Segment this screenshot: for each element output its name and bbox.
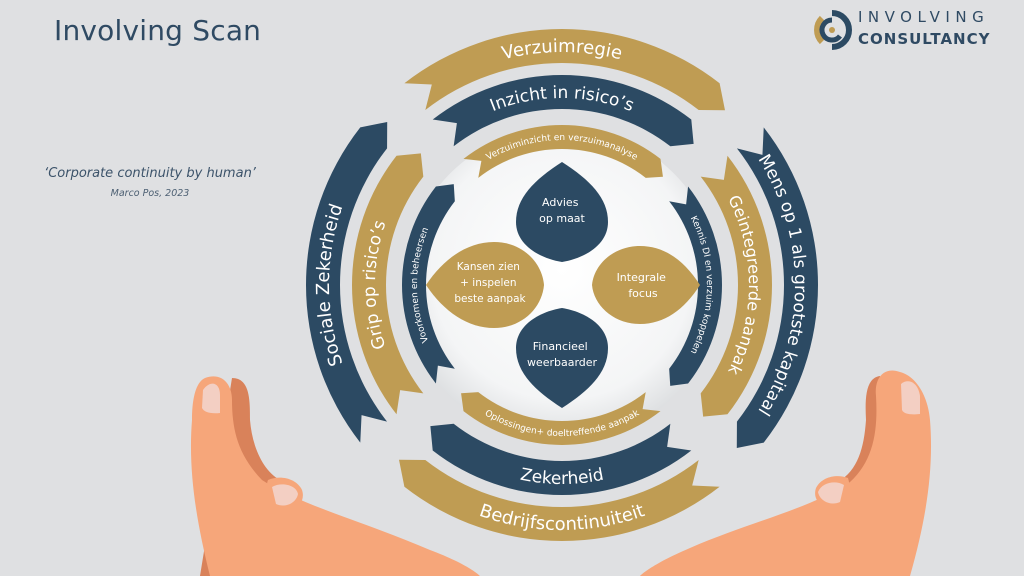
petal-left-label: Kansen zien + inspelen beste aanpak (454, 261, 526, 305)
petal-top-label: Advies op maat (539, 196, 585, 225)
company-logo: INVOLVING CONSULTANCY (812, 8, 1022, 54)
middle-ring-top (432, 74, 694, 147)
outer-ring-left (306, 122, 388, 443)
middle-ring-right (700, 155, 772, 417)
inner-ring-top (463, 124, 663, 178)
quote-author: Marco Pos, 2023 (110, 188, 190, 199)
inner-ring-bottom (461, 392, 661, 446)
inner-ring-left (402, 184, 455, 384)
outer-ring-right (736, 127, 818, 448)
middle-ring-left (351, 153, 424, 415)
logo-text-involving: INVOLVING (858, 8, 990, 26)
logo-text-consultancy: CONSULTANCY (858, 30, 991, 48)
petal-right-label: Integrale focus (617, 271, 670, 300)
outer-ring-bottom (399, 459, 720, 541)
involving-consultancy-logo-icon (814, 10, 852, 50)
right-hand-icon (640, 370, 932, 576)
petal-left (426, 242, 544, 328)
left-hand-icon (190, 376, 480, 576)
petal-right (592, 246, 700, 324)
outer-ring (306, 29, 818, 541)
outer-ring-top (404, 29, 725, 111)
inner-ring-right (669, 186, 722, 386)
middle-ring (351, 74, 772, 496)
petal-top (516, 162, 608, 262)
inner-ring (402, 124, 722, 446)
petal-bottom (516, 308, 608, 408)
center-disc (404, 127, 720, 443)
middle-ring-bottom (430, 423, 692, 496)
petal-bottom-label: Financieel weerbaarder (527, 340, 598, 369)
quote: ‘Corporate continuity by human’ (44, 166, 256, 181)
page-title: Involving Scan (54, 14, 262, 47)
